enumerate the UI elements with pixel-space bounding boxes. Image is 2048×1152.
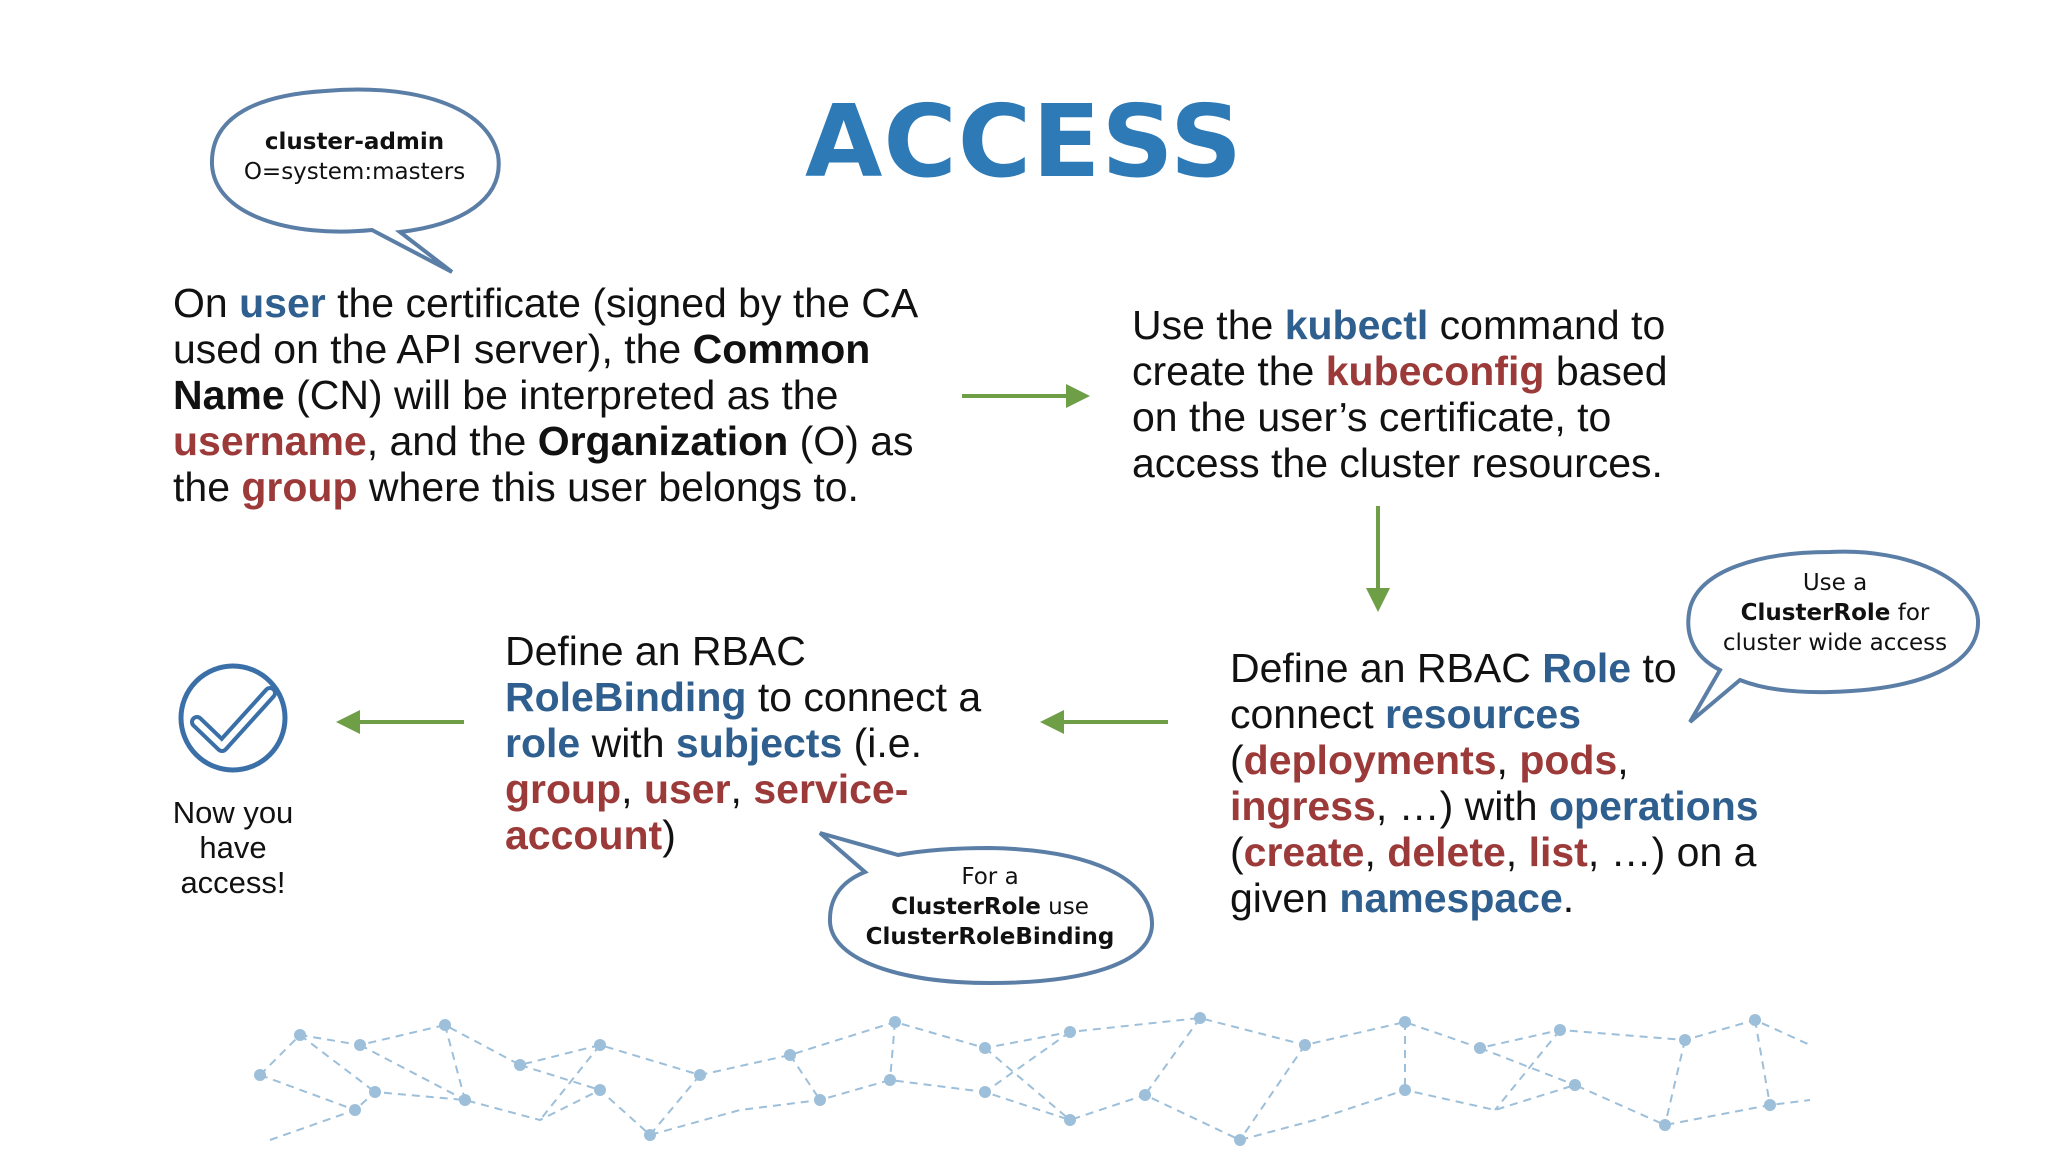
text: based on the user’s certificate, to acce… [1132,348,1668,486]
bubble-clusterrole-text: Use a ClusterRole for cluster wide acces… [1700,568,1970,658]
term-group: group [505,766,622,812]
term-common-name: Common Name [173,326,871,418]
text: ( [1230,737,1244,783]
term-rolebinding: RoleBinding [505,674,747,720]
text: Define an RBAC [505,628,806,674]
text: , [1496,737,1520,783]
bubble-crb-line2-rest: use [1040,894,1089,920]
text: ( [1230,829,1244,875]
arrow-step2-to-step3 [1366,506,1390,612]
text: . [1562,875,1575,921]
text: , …) on a given [1230,829,1757,921]
arrow-step1-to-step2 [962,384,1090,408]
text: the certificate (signed by the CA used o… [173,280,916,372]
term-kubectl: kubectl [1284,302,1429,348]
text: with [580,720,676,766]
network-nodes [254,1012,1776,1146]
step-kubeconfig-text: Use the kubectl command to create the ku… [1132,302,1692,486]
term-role: role [505,720,581,766]
text: (O) as the [173,418,914,510]
term-ingress: ingress [1230,783,1376,829]
result-line1: Now you [172,795,294,830]
term-user: user [643,766,731,812]
speech-bubble-clusterrole [1686,549,1981,724]
text: (CN) will be interpreted as the [284,372,839,418]
step-role-text: Define an RBAC Role to connect resources… [1230,645,1790,921]
bubble-clusterrole-line1: Use a [1802,570,1868,596]
text: to connect [1230,645,1677,737]
text: where this user belongs to. [357,464,859,510]
bubble-cluster-admin-text: cluster-admin O=system:masters [222,127,487,187]
text: , …) with [1375,783,1549,829]
term-subjects: subjects [675,720,843,766]
step-certificate-text: On user the certificate (signed by the C… [173,280,933,510]
bubble-admin-line1: cluster-admin [264,129,445,155]
term-username: username [173,418,367,464]
bubble-crb-line1: For a [961,864,1019,890]
term-create: create [1243,829,1365,875]
bubble-clusterrolebinding-text: For a ClusterRole use ClusterRoleBinding [845,862,1135,952]
term-user: user [239,280,326,326]
text: , [730,766,754,812]
text: Define an RBAC [1230,645,1543,691]
term-role: Role [1542,645,1632,691]
term-service-account: service-account [505,766,909,858]
term-delete: delete [1387,829,1506,875]
term-kubeconfig: kubeconfig [1325,348,1545,394]
result-line2: have [199,830,267,865]
term-group: group [241,464,358,510]
result-line3: access! [180,865,286,900]
term-pods: pods [1519,737,1618,783]
text: (i.e. [842,720,922,766]
term-operations: operations [1548,783,1759,829]
bubble-clusterrole-line2-rest: for [1890,600,1930,626]
bubble-crb-line2-bold: ClusterRole [891,894,1041,920]
speech-bubble-clusterrolebinding [818,831,1155,986]
text: On [173,280,240,326]
speech-bubble-cluster-admin [209,87,501,274]
bubble-crb-line3: ClusterRoleBinding [865,924,1115,950]
text: , and the [366,418,538,464]
network-decoration [259,1016,1811,1142]
text: Use the [1132,302,1285,348]
bubble-admin-line2: O=system:masters [243,159,466,185]
term-list: list [1528,829,1588,875]
text: command to create the [1132,302,1666,394]
text: , [1364,829,1388,875]
text: , [1505,829,1529,875]
checkmark-icon [178,663,288,773]
bubble-clusterrole-line3: cluster wide access [1722,630,1948,656]
text: , [1617,737,1629,783]
text: to connect a [746,674,982,720]
arrow-step3-to-step4 [1040,710,1168,734]
step-rolebinding-text: Define an RBAC RoleBinding to connect a … [505,628,1005,858]
term-resources: resources [1385,691,1582,737]
term-namespace: namespace [1339,875,1563,921]
term-deployments: deployments [1243,737,1497,783]
term-organization: Organization [537,418,789,464]
text: ) [662,812,676,858]
page-title: ACCESS [804,83,1244,200]
result-text: Now you have access! [153,795,313,900]
text: , [621,766,644,812]
bubble-clusterrole-line2-bold: ClusterRole [1740,600,1891,626]
arrow-step4-to-result [336,710,464,734]
